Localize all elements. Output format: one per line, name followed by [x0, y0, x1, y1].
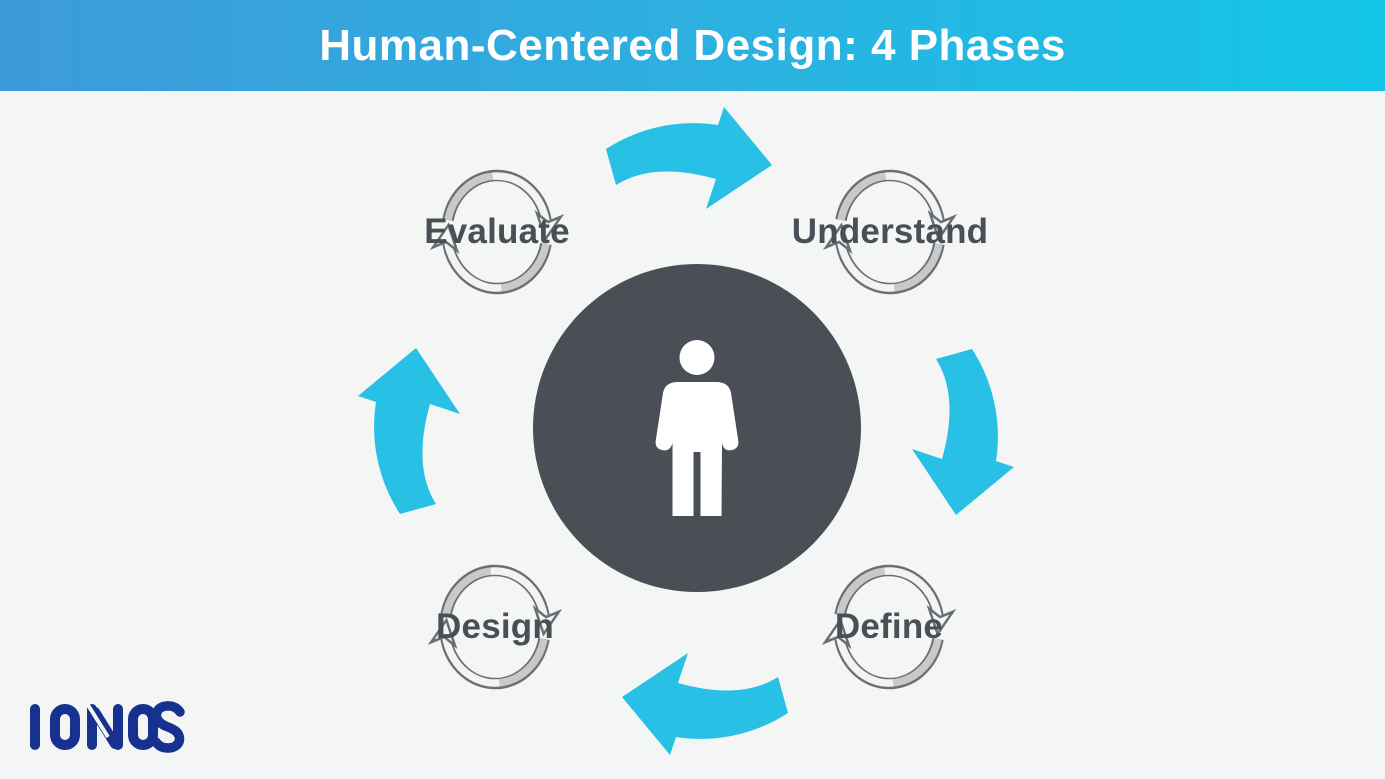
phase-label-define: Define	[834, 607, 944, 646]
flow-arrow-bottom	[622, 653, 788, 755]
flow-arrow-left	[358, 348, 460, 514]
ionos-logo-glyphs	[30, 701, 185, 753]
ionos-logo: IONOS	[28, 699, 188, 755]
phase-label-understand: Understand	[791, 212, 989, 251]
person-icon	[655, 340, 739, 516]
page-title: Human-Centered Design: 4 Phases	[319, 20, 1066, 70]
human-center-circle	[533, 264, 861, 592]
flow-arrow-right	[912, 349, 1014, 515]
phase-label-design: Design	[436, 607, 554, 646]
phase-label-evaluate: Evaluate	[424, 212, 570, 251]
flow-arrow-top	[606, 107, 772, 209]
header-bar: Human-Centered Design: 4 Phases	[0, 0, 1385, 91]
